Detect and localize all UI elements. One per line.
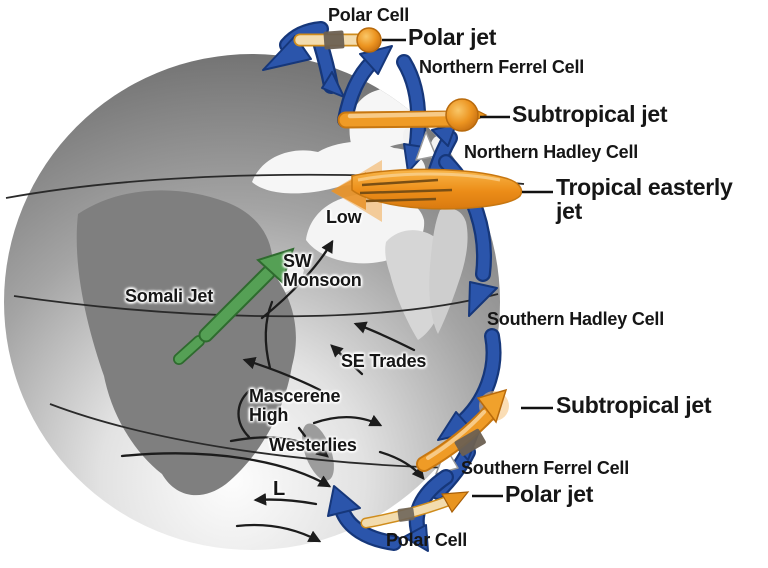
- label-somali-jet: Somali Jet: [125, 286, 214, 306]
- label-subtropical-jet-south: Subtropical jet: [556, 392, 712, 418]
- label-subtropical-jet-north: Subtropical jet: [512, 101, 668, 127]
- subtropical-jet-south-graphic: [416, 388, 509, 472]
- subtropical-jet-north-graphic: [337, 98, 488, 132]
- somali-jet-arrow: [173, 247, 295, 365]
- label-se-trades: SE Trades: [341, 351, 427, 371]
- surface-wind-arrows: [120, 239, 425, 543]
- label-mascerene-high: Mascerene High: [249, 386, 341, 425]
- label-sw-monsoon: SW Monsoon: [283, 251, 362, 290]
- label-low-pressure-marker: L: [273, 478, 286, 500]
- leader-lines: [382, 38, 553, 498]
- label-southern-hadley-cell: Southern Hadley Cell: [487, 309, 665, 329]
- label-polar-cell-south: Polar Cell: [386, 530, 468, 550]
- tropical-easterly-jet-graphic: [331, 160, 523, 222]
- label-tropical-easterly-jet: Tropical easterly jet: [556, 174, 733, 225]
- label-southern-ferrel-cell: Southern Ferrel Cell: [461, 458, 630, 478]
- circulation-cell-arrows: [262, 21, 502, 552]
- label-polar-jet-south: Polar jet: [505, 481, 594, 507]
- polar-jet-south-graphic: [360, 491, 470, 529]
- label-westerlies: Westerlies: [269, 435, 357, 455]
- label-northern-hadley-cell: Northern Hadley Cell: [464, 142, 639, 162]
- label-polar-jet-north: Polar jet: [408, 24, 497, 50]
- label-northern-ferrel-cell: Northern Ferrel Cell: [419, 57, 585, 77]
- label-low: Low: [326, 207, 362, 227]
- label-polar-cell-north: Polar Cell: [328, 5, 410, 25]
- polar-jet-north-graphic: [293, 27, 382, 53]
